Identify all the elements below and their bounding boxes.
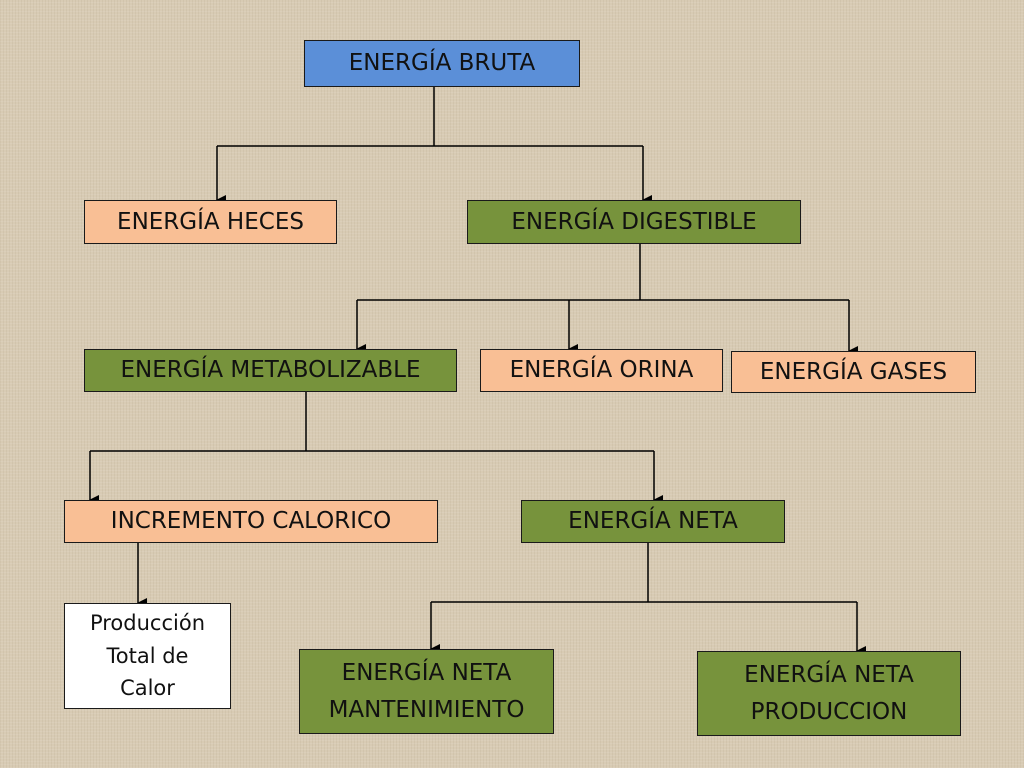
node-energia-orina: ENERGÍA ORINA <box>480 349 723 392</box>
node-produccion-total-calor: Producción Total de Calor <box>64 603 231 709</box>
node-energia-neta-produccion: ENERGÍA NETA PRODUCCION <box>697 651 961 736</box>
node-energia-bruta: ENERGÍA BRUTA <box>304 40 580 87</box>
node-incremento-calorico: INCREMENTO CALORICO <box>64 500 438 543</box>
node-energia-neta-mantenimiento: ENERGÍA NETA MANTENIMIENTO <box>299 649 554 734</box>
node-energia-neta: ENERGÍA NETA <box>521 500 785 543</box>
node-energia-gases: ENERGÍA GASES <box>731 351 976 393</box>
node-energia-metabolizable: ENERGÍA METABOLIZABLE <box>84 349 457 392</box>
node-energia-heces: ENERGÍA HECES <box>84 200 337 244</box>
node-energia-digestible: ENERGÍA DIGESTIBLE <box>467 200 801 244</box>
